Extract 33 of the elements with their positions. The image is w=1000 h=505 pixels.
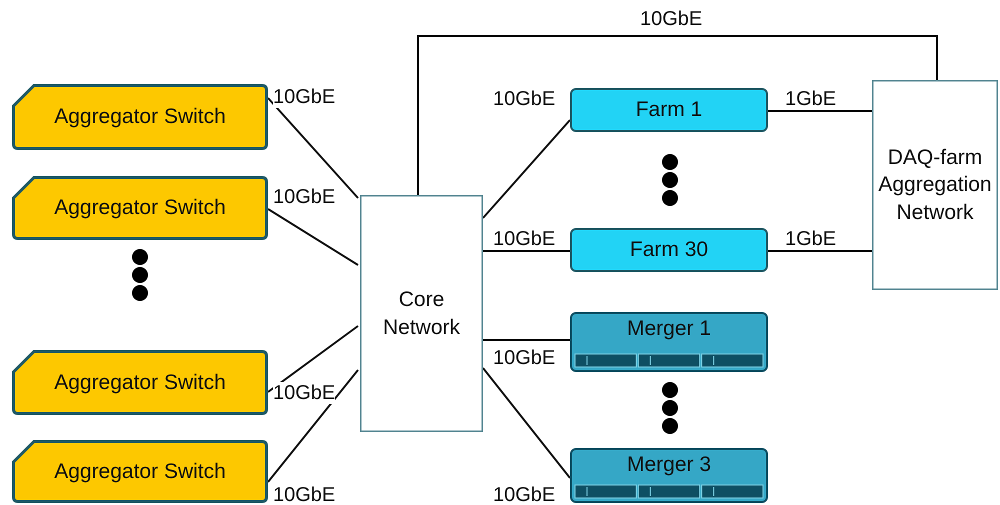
connector-line xyxy=(267,208,359,266)
node-label: DAQ-farm Aggregation Network xyxy=(877,145,993,226)
connector-line xyxy=(417,35,938,195)
node-label: Farm 1 xyxy=(636,97,702,124)
farm-box xyxy=(570,228,768,272)
node-label: Merger 1 xyxy=(626,316,712,342)
switch-box xyxy=(12,440,268,503)
node-label: Core Network xyxy=(382,287,462,340)
farm-box xyxy=(570,88,768,132)
connector-line xyxy=(483,250,570,252)
edge-label: 10GbE xyxy=(273,86,336,108)
switch-box xyxy=(12,84,268,150)
connector-line xyxy=(768,250,872,252)
connector-line xyxy=(482,119,571,219)
switch-box xyxy=(12,176,268,240)
edge-label: 10GbE xyxy=(273,382,336,404)
connector-line xyxy=(267,369,359,483)
connector-line xyxy=(482,367,571,479)
connector-line xyxy=(768,110,872,112)
network-box xyxy=(360,195,483,432)
node-label: Aggregator Switch xyxy=(54,370,226,396)
node-label: Aggregator Switch xyxy=(54,458,226,485)
node-label: Aggregator Switch xyxy=(54,104,226,130)
network-box xyxy=(872,80,998,290)
connector-line xyxy=(267,325,359,393)
connector-line xyxy=(483,339,570,341)
node-label: Farm 30 xyxy=(630,237,708,264)
server-box xyxy=(570,448,768,503)
connector-line xyxy=(267,97,359,199)
switch-box xyxy=(12,350,268,415)
node-label: Merger 3 xyxy=(626,452,712,478)
server-box xyxy=(570,312,768,372)
node-label: Aggregator Switch xyxy=(54,195,226,222)
